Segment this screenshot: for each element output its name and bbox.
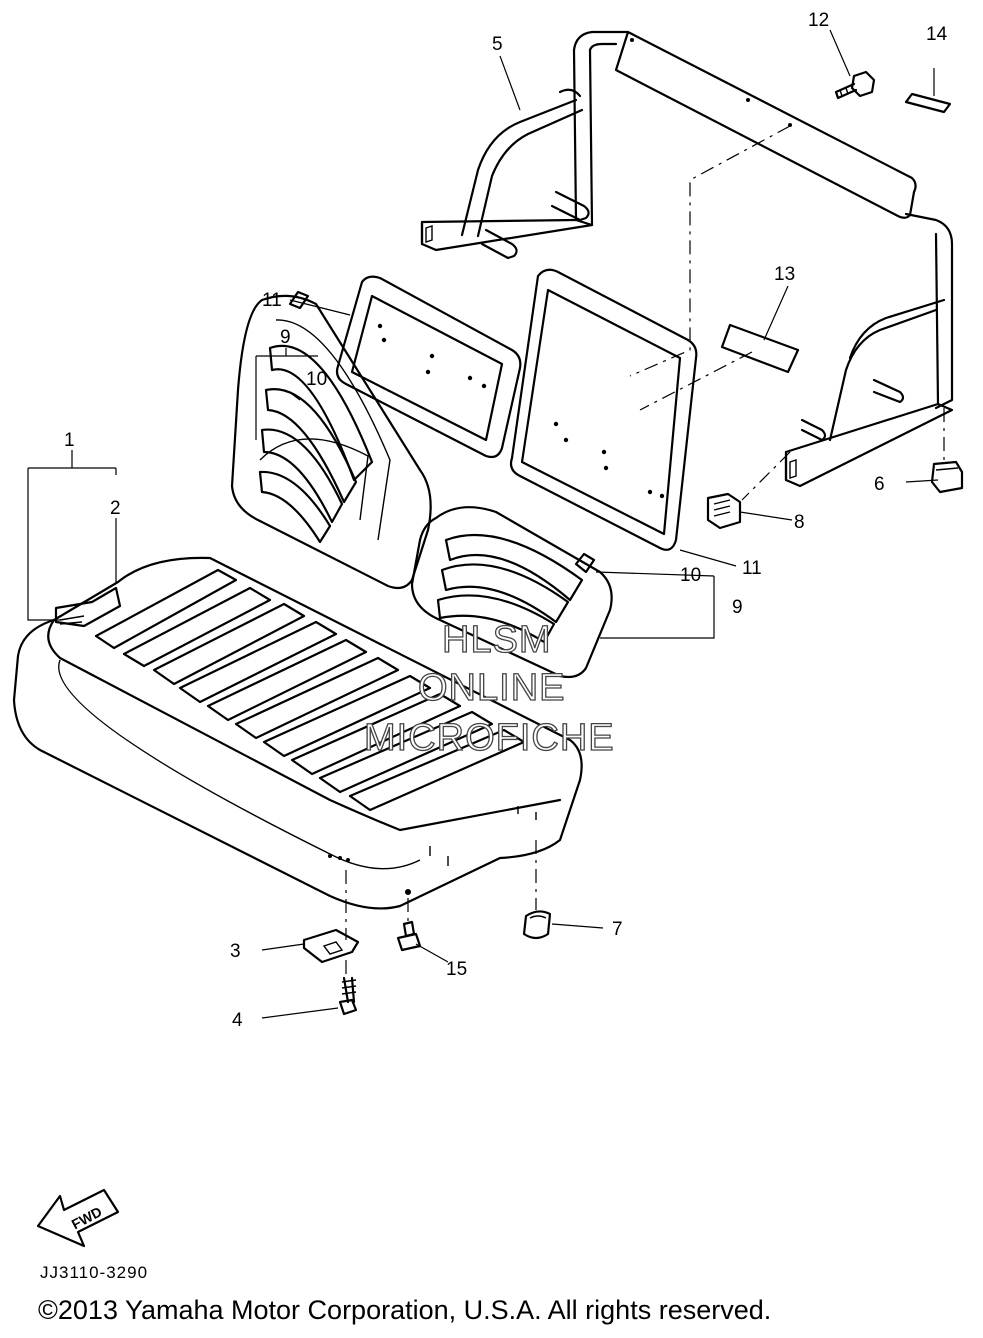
watermark-line-3: MICROFICHE — [364, 717, 615, 759]
callout-2: 2 — [110, 498, 121, 519]
screw-4 — [338, 976, 358, 1016]
callout-7: 7 — [612, 919, 623, 940]
seat-cushion — [12, 556, 583, 910]
callout-10-right: 10 — [680, 565, 701, 586]
cap-6 — [930, 460, 964, 494]
watermark-line-1: HLSM — [442, 619, 552, 661]
backrest-plate-lower — [509, 268, 698, 551]
watermark: HLSM ONLINE MICROFICHE — [363, 618, 615, 759]
callout-14: 14 — [926, 24, 948, 45]
copyright-notice: ©2013 Yamaha Motor Corporation, U.S.A. A… — [38, 1295, 772, 1325]
callout-13: 13 — [774, 264, 795, 285]
watermark-line-2: ONLINE — [418, 667, 565, 709]
backrest-plate-upper — [335, 275, 522, 459]
backrest-cushion-right — [410, 506, 613, 679]
callout-9-right: 9 — [732, 597, 743, 618]
backrest-cushion-left — [230, 290, 432, 590]
callout-15: 15 — [446, 959, 467, 980]
fwd-arrow-icon: FWD — [36, 1188, 120, 1248]
seat-frame — [420, 30, 954, 488]
bolt-12 — [834, 70, 876, 100]
label-14 — [904, 92, 952, 114]
callout-9-left: 9 — [280, 327, 291, 348]
label-13 — [720, 323, 800, 374]
callout-6: 6 — [874, 474, 885, 495]
centerlines — [345, 125, 945, 978]
bracket-3 — [302, 928, 360, 964]
callout-10-left: 10 — [306, 369, 327, 390]
leader-lines — [27, 29, 939, 1019]
diagram-code: JJ3110-3290 — [40, 1263, 149, 1282]
callout-12: 12 — [808, 10, 829, 31]
cap-7 — [522, 910, 552, 940]
callout-11-right: 11 — [742, 558, 762, 579]
callout-11-left: 11 — [262, 290, 282, 311]
callout-3: 3 — [230, 941, 241, 962]
callout-4: 4 — [232, 1010, 243, 1031]
callout-numbers: 1 2 3 4 5 6 7 8 9 9 10 10 11 11 12 13 14… — [64, 10, 948, 1031]
fastener-15 — [396, 920, 422, 952]
callout-1: 1 — [64, 430, 75, 451]
cap-8 — [706, 492, 742, 530]
callout-5: 5 — [492, 34, 503, 55]
callout-8: 8 — [794, 512, 805, 533]
